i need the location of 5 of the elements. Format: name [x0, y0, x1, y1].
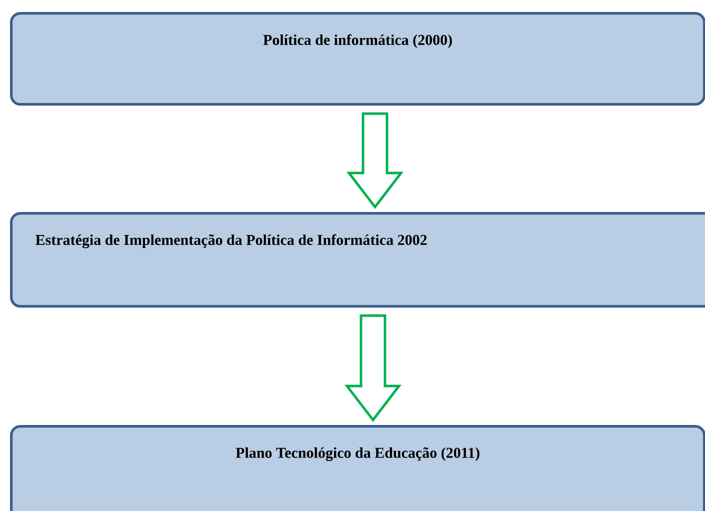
process-box: Estratégia de Implementação da Política de Informática 2002	[10, 212, 705, 308]
process-box: Plano Tecnológico da Educação (2011)	[10, 425, 705, 511]
process-box: Política de informática (2000)	[10, 12, 705, 106]
block-arrow	[344, 314, 402, 422]
block-arrow	[346, 112, 404, 210]
